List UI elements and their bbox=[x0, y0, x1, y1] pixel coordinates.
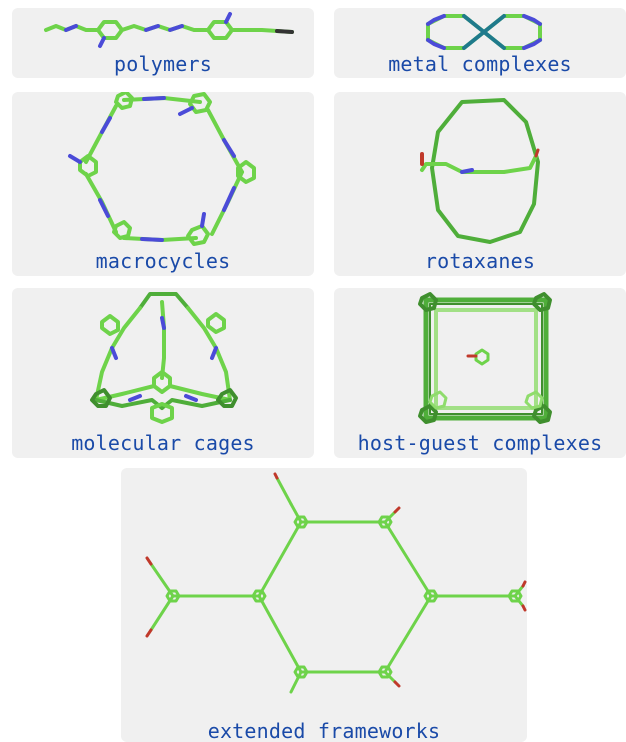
panel-molecular-cages: molecular cages bbox=[12, 288, 314, 458]
extended-frameworks-structure bbox=[145, 472, 527, 694]
label-rotaxanes: rotaxanes bbox=[424, 249, 536, 273]
metal-complexes-structure bbox=[426, 14, 542, 50]
label-polymers: polymers bbox=[114, 52, 212, 76]
host-guest-structure bbox=[418, 292, 552, 424]
panel-extended-frameworks: extended frameworks bbox=[121, 468, 527, 742]
panel-polymers: polymers bbox=[12, 8, 314, 78]
label-macrocycles: macrocycles bbox=[95, 249, 231, 273]
panel-host-guest-complexes: host-guest complexes bbox=[334, 288, 626, 458]
label-molecular-cages: molecular cages bbox=[71, 431, 255, 455]
rotaxanes-structure bbox=[420, 98, 540, 244]
label-metal-complexes: metal complexes bbox=[388, 52, 572, 76]
panel-metal-complexes: metal complexes bbox=[334, 8, 626, 78]
macrocycles-structure bbox=[68, 92, 256, 246]
label-host-guest-complexes: host-guest complexes bbox=[357, 431, 603, 455]
label-extended-frameworks: extended frameworks bbox=[207, 719, 441, 742]
panel-rotaxanes: rotaxanes bbox=[334, 92, 626, 276]
molecular-cages-structure bbox=[90, 292, 238, 424]
polymers-structure bbox=[44, 12, 294, 48]
panel-macrocycles: macrocycles bbox=[12, 92, 314, 276]
